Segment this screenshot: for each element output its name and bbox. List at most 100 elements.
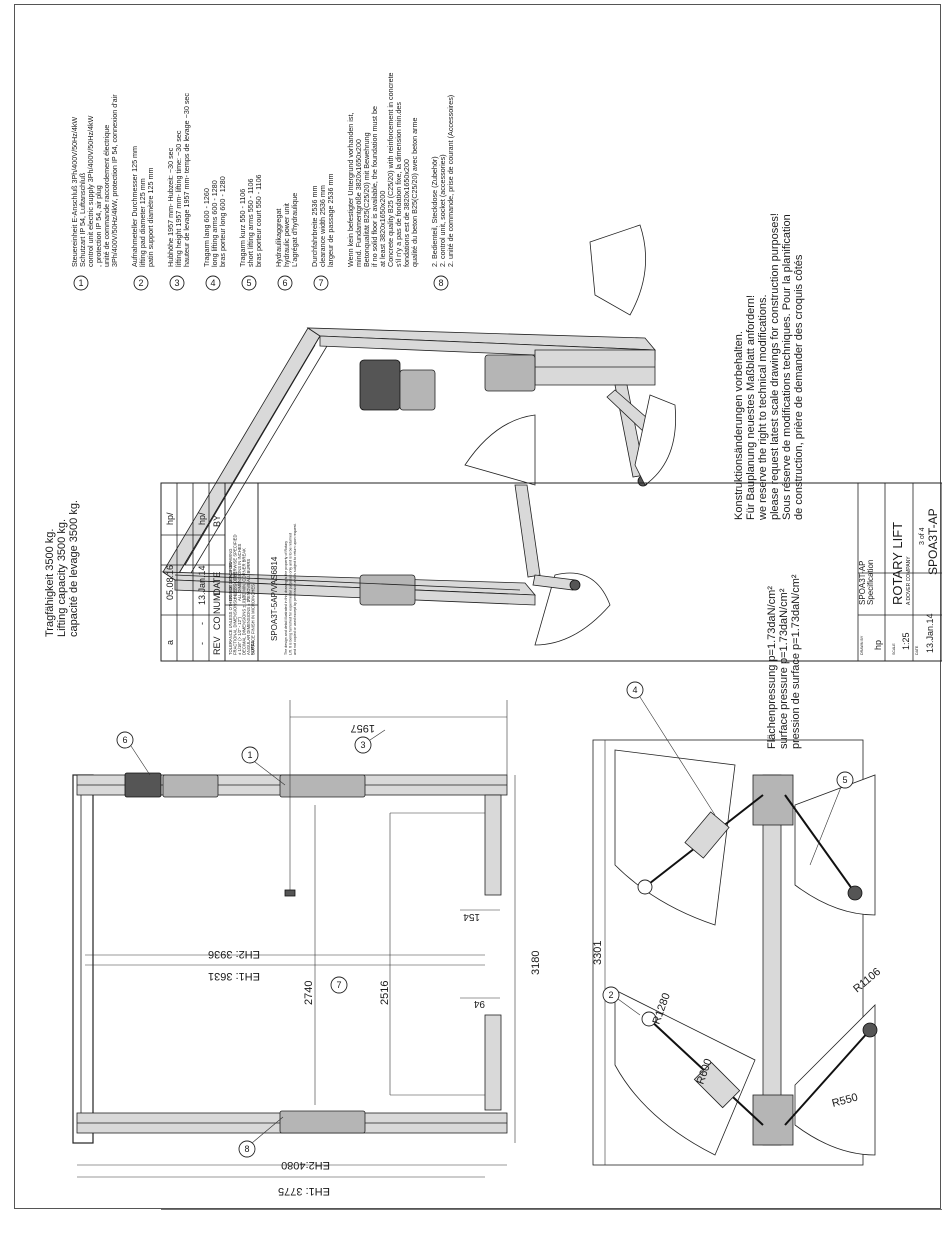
lift-arm-bottom	[484, 1014, 502, 1111]
note-number-circle	[277, 275, 293, 291]
note-line: Schutzart IP 54, Luftanschluß	[78, 172, 87, 267]
floor-outline	[592, 739, 864, 1166]
callout-2: 2	[608, 990, 613, 1000]
note-line: Tragarm kurz 550 - 1106	[238, 189, 247, 267]
hydraulic-unit	[124, 772, 162, 798]
note-line: s'il n'y a pas de fondation fixe, la dim…	[394, 102, 403, 267]
notice-line-3: we reserve the right to technical modifi…	[757, 294, 769, 521]
control-unit-top	[279, 774, 366, 798]
callouts: 6 1 3 7 8 4 5 2	[116, 681, 854, 1158]
dim-pad-offset-top: 154	[463, 911, 480, 922]
tolerance-line: FRACTIONAL DIMENSIONS ± 1/32" (= 1/2")	[233, 571, 238, 655]
note-number-circle	[169, 275, 185, 291]
scale-note-line: UNLESS OTHERWISE SPECIFIED	[233, 535, 238, 601]
note-line: long lifting arms 600 - 1280	[210, 180, 219, 267]
callout-7: 7	[336, 980, 341, 990]
note-number-circle	[433, 275, 449, 291]
note-number-circle	[73, 275, 89, 291]
note-line: bras porteur long 600 - 1280	[218, 176, 227, 267]
note-number: 1	[78, 278, 83, 288]
notice-line-6: de construction, prière de demander des …	[793, 254, 805, 520]
title-block-drawing	[160, 482, 942, 662]
technical-drawing: Tragfähigkeit 3500 kg. Lifting capacity …	[44, 72, 883, 1197]
note-line: clearance width 2536 mm	[318, 185, 327, 267]
pressure-line-2: surface pressure p=1.73daN/cm²	[778, 588, 790, 749]
doc-number: SPOA3T-5AP/VAS6814	[270, 556, 279, 641]
rev-header-by: BY	[212, 515, 222, 527]
note-line: bras porteur court 550 - 1106	[254, 174, 263, 267]
dim-pad-offset-bottom: 94	[473, 998, 485, 1009]
dim-clearance-2516: 2516	[379, 981, 391, 1005]
note-number: 3	[174, 278, 179, 288]
notice-line-1: Konstruktionsänderungen vorbehalten.	[733, 331, 745, 520]
note-line: Durchfahrbreite 2536 mm	[310, 185, 319, 267]
note-line: Wenn kein befestigter Untergrund vorhand…	[346, 113, 355, 268]
note-line: hydraulic power unit	[282, 203, 291, 267]
note-number: 8	[438, 278, 443, 288]
pressure-line-3: pression de surface p=1.73daN/cm²	[790, 574, 802, 749]
note-line: L'agrégat d'hydraulique	[290, 193, 299, 267]
rev-row-2-co: -	[197, 622, 207, 625]
confidential-line: The design and detail illustrated in thi…	[284, 541, 288, 655]
dim-eh2-inner: EH2: 3936	[208, 948, 260, 960]
scale-note-line: 1/32 MIN. CORNER BREAK	[242, 548, 247, 601]
note-number: 5	[246, 278, 251, 288]
capacity-line-3: capacité de levage 3500 kg.	[68, 500, 80, 637]
tolerance-line: SURFACE FINISH IN MICROINCHES	[251, 584, 256, 655]
note-line: lifting height 1957 mm- lifting time: ~3…	[174, 130, 183, 267]
rev-row-1-rev: a	[165, 640, 175, 645]
tolerance-line: TOLERANCE UNLESS OTHERWISE SPECIFIED	[228, 562, 233, 655]
note-line: Tragarm lang 600 - 1260	[202, 188, 211, 267]
notice-line-4: please request latest scale drawings for…	[769, 213, 781, 520]
note-line: Steuereinheit E-Anschluß 3Ph/400V/50Hz/4…	[70, 117, 79, 267]
rev-row-2-by: hp/	[197, 512, 207, 525]
note-line: hauteur de levage 1957 mm- temps de leva…	[182, 93, 191, 267]
capacity-line-2: Lifting capacity 3500 kg.	[56, 519, 68, 637]
scale-note-line: REMOVE ALL BURRS	[246, 559, 251, 601]
lift-pad-1	[637, 879, 653, 895]
note-number-circle	[133, 275, 149, 291]
note-line: Hydraulikaggregat	[274, 209, 283, 267]
tolerance-line: DECIMAL DIMENSIONS ± .010"	[242, 594, 247, 655]
lift-arm-top	[484, 794, 502, 896]
control-unit-bottom	[279, 1110, 366, 1134]
notice-line-2: Für Bauplanung neuestes Maßblatt anforde…	[745, 295, 757, 520]
note-line: at least 3820x1650x200	[378, 191, 387, 267]
drawn-by: hp	[873, 640, 883, 650]
note-number: 6	[282, 278, 287, 288]
spec-title: SPOA3T-AP	[858, 561, 867, 605]
part-number: SPOA3T-AP	[926, 508, 940, 575]
company-name: ROTARY LIFT	[890, 522, 905, 605]
callout-4: 4	[632, 685, 637, 695]
capacity-text: Tragfähigkeit 3500 kg. Lifting capacity …	[44, 500, 80, 637]
changes-notice: Konstruktionsänderungen vorbehalten. Für…	[733, 213, 805, 521]
scale-note-line: ALL DIMENSIONS IN INCHES	[237, 543, 242, 601]
note-line: largeur de passage 2536 mm	[326, 173, 335, 267]
swing-area-long-2	[614, 989, 756, 1156]
company-subtitle: A DOVER COMPANY	[906, 556, 912, 605]
lift-pad-3	[847, 885, 863, 901]
swing-area-short-2	[794, 1004, 876, 1156]
dim-eh1-inner: EH1: 3631	[208, 970, 260, 982]
confidential-line: and not copied or used except by permiss…	[293, 523, 297, 655]
notice-line-5: Sous réserve de modifications techniques…	[781, 214, 793, 520]
note-line: Betonqualität B25(C25/20) mit Bewehrung	[362, 132, 371, 267]
lift-pad-2	[641, 1011, 657, 1027]
sheet-number: 3 of 4	[919, 527, 926, 545]
pressure-line-1: Flächenpressung p=1.73daN/cm²	[766, 586, 778, 749]
date-label: DATE	[915, 645, 919, 655]
note-line: lifting pad diameter 125 mm	[138, 178, 147, 267]
callout-6: 6	[122, 735, 127, 745]
note-line: Concrete quality B25 (C25/20) with reinf…	[386, 72, 395, 267]
title-block-text: REV CO NUM DATE BY a 05.08.16 hp/ - - 13…	[165, 512, 222, 655]
lift-pad-4	[862, 1022, 878, 1038]
note-number-circle	[241, 275, 257, 291]
rev-row-1-by: hp/	[165, 512, 175, 525]
swing-arc-iso-1	[589, 224, 646, 316]
capacity-line-1: Tragfähigkeit 3500 kg.	[44, 529, 56, 637]
note-line: 2. unité de commande, prise de courant (…	[446, 95, 455, 267]
dim-eh2-outer: EH2:4080	[281, 1159, 330, 1171]
rev-row-2-rev: -	[197, 642, 207, 645]
note-line: control unit electric supply 3Ph/400V/50…	[86, 115, 95, 267]
